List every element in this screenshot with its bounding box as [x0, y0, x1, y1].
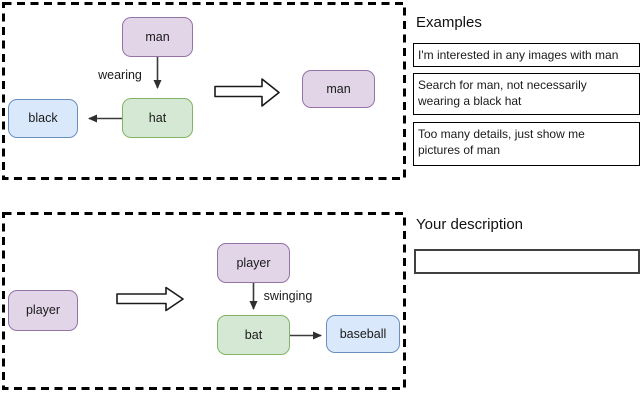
node-baseball-label: baseball	[339, 326, 387, 341]
node-black: black	[8, 99, 78, 138]
node-man-result: man	[302, 70, 375, 108]
node-player-label: player	[236, 255, 271, 270]
edge-label-wearing: wearing	[98, 68, 142, 82]
node-bat: bat	[217, 315, 290, 355]
node-player-source-label: player	[25, 303, 61, 318]
edge-label-swinging: swinging	[263, 289, 313, 303]
node-man-label: man	[145, 29, 170, 44]
node-hat-label: hat	[148, 110, 167, 125]
node-bat-label: bat	[244, 327, 263, 342]
node-player-source: player	[8, 290, 78, 331]
example-item-1: I'm interested in any images with man	[413, 43, 640, 67]
node-man-result-label: man	[326, 81, 351, 96]
node-black-label: black	[28, 111, 58, 126]
example-item-3: Too many details, just show me pictures …	[413, 122, 640, 166]
node-man: man	[122, 17, 193, 57]
description-heading: Your description	[416, 216, 524, 233]
node-baseball: baseball	[326, 315, 400, 353]
examples-heading: Examples	[416, 14, 482, 31]
description-input[interactable]	[414, 249, 640, 274]
node-player: player	[217, 243, 290, 283]
example-item-2: Search for man, not necessarily wearing …	[413, 73, 640, 115]
node-hat: hat	[122, 98, 193, 138]
